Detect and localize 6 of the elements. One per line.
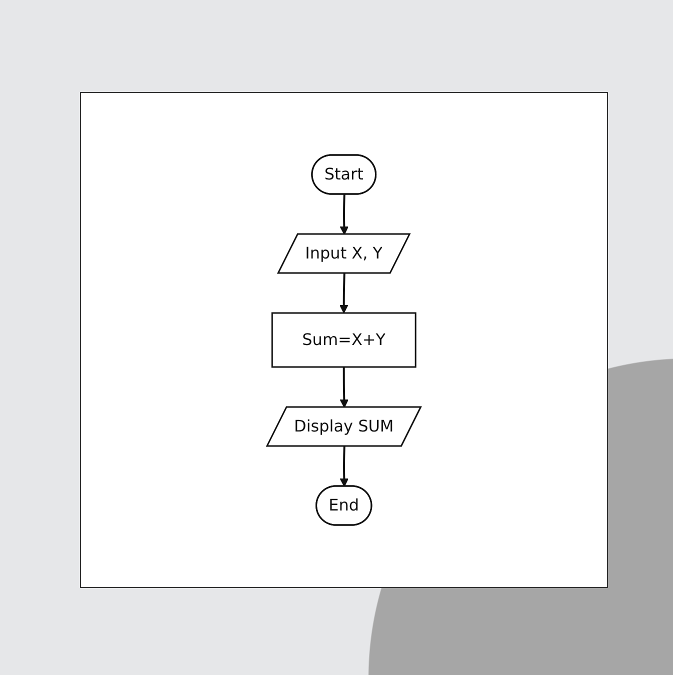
diagram-frame: Start Input X, Y Sum=X+Y Display SUM End — [80, 92, 608, 588]
arrow — [340, 446, 349, 487]
arrow — [340, 194, 349, 235]
arrow — [340, 273, 348, 314]
arrow — [340, 367, 349, 408]
node-box — [272, 312, 416, 368]
